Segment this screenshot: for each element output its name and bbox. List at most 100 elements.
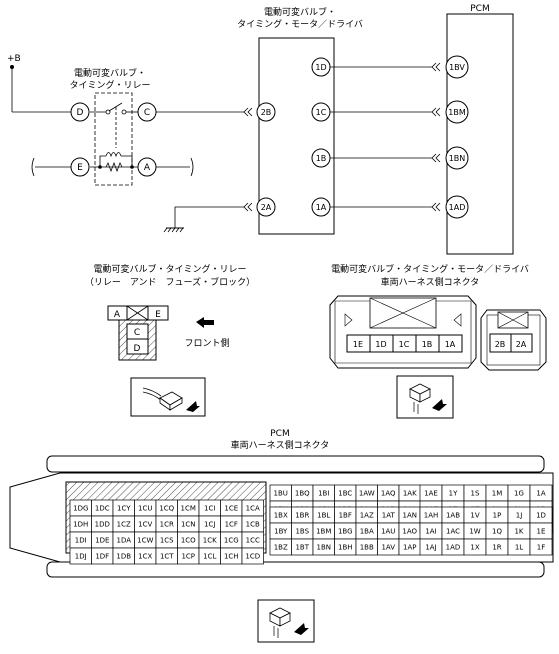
pcm-pin-label: 1CJ — [204, 521, 215, 529]
pcm-pin-label: 1S — [471, 490, 480, 498]
pcm-pin-label: 1AE — [424, 490, 438, 498]
pcm-pin-label: 1L — [515, 544, 523, 552]
driver-connector-small-latch-cross-2 — [497, 311, 529, 329]
pcm-pin-label: 1AZ — [360, 512, 374, 520]
pcm-pin-label: 1CA — [246, 505, 260, 513]
pcm-pin-label: 1AT — [382, 512, 396, 520]
pcm-pin-cell — [241, 547, 264, 565]
pcm-pin-1ad-label: 1AD — [449, 203, 466, 212]
driver-connector-small-pins — [489, 333, 533, 353]
pcm-pin-label: 1BT — [295, 544, 309, 552]
driver-connector-big-key-right — [453, 313, 462, 327]
driver-pin-2b — [256, 102, 276, 122]
pcm-pin-label: 1CS — [160, 537, 174, 545]
driver-connector-pin-2b: 2B — [495, 340, 506, 349]
pcm-pin-label: 1AI — [425, 528, 436, 536]
relay-a-break-mark — [190, 157, 194, 177]
pcm-pin-1ad — [445, 195, 469, 219]
pcm-pin-label: 1AW — [359, 490, 375, 498]
relay-block-cell-c: C — [134, 328, 140, 338]
connector-plug-icon — [130, 377, 206, 417]
pcm-pin-label: 1CB — [246, 521, 260, 529]
pcm-pin-label: 1BS — [295, 528, 309, 536]
relay-pin-d-label: D — [77, 108, 84, 118]
pcm-pin-label: 1BL — [317, 512, 330, 520]
relay-contact-right — [121, 109, 127, 115]
driver-pin-2b-label: 2B — [261, 108, 272, 117]
pcm-pin-1bm-label: 1BM — [448, 108, 466, 117]
pcm-pin-label: 1DC — [95, 505, 110, 513]
pcm-pin-label: 1CO — [181, 537, 196, 545]
driver-connector-title-line1: 電動可変バルブ・タイミング・モータ／ドライバ — [331, 263, 529, 275]
pcm-pin-label: 1CX — [138, 553, 152, 561]
pcm-pin-label: 1CP — [181, 553, 195, 561]
pcm-pin-label: 1AN — [403, 512, 417, 520]
supply-label: +B — [7, 54, 21, 64]
relay-pin-d — [70, 102, 90, 122]
pcm-pin-label: 1CM — [181, 505, 196, 513]
pcm-pin-label: 1DD — [95, 521, 110, 529]
pcm-pin-label: 1CE — [224, 505, 238, 513]
pcm-connector-title-line1: PCM — [270, 429, 289, 439]
pcm-pin-label: 1BI — [318, 490, 329, 498]
pcm-pin-label: 1BF — [339, 512, 352, 520]
pcm-pin-label: 1CZ — [117, 521, 131, 529]
pcm-pin-label: 1AQ — [381, 490, 396, 498]
pcm-pin-label: 1CH — [224, 553, 239, 561]
pcm-pin-label: 1DA — [116, 537, 131, 545]
pcm-pin-label: 1W — [469, 528, 480, 536]
relay-block-title-line2: （リレー アンド フューズ・ブロック） — [85, 276, 255, 288]
pcm-pin-label: 1BX — [274, 512, 288, 520]
pcm-pin-1bv-label: 1BV — [449, 63, 465, 72]
pcm-pin-label: 1AO — [402, 528, 417, 536]
driver-connector-pin-1c: 1C — [399, 340, 410, 349]
pcm-pin-label: 1BQ — [295, 490, 310, 498]
pcm-pin-label: 1A — [536, 490, 545, 498]
driver-connector-pin-1d: 1D — [375, 340, 386, 349]
signal-1d-1bv — [311, 57, 441, 77]
pcm-pin-label: 1AJ — [425, 544, 436, 552]
relay-block-cell-a: A — [114, 310, 121, 320]
pcm-pin-label: 1R — [492, 544, 501, 552]
connector-plug-icon — [396, 375, 454, 419]
driver-pin-2a — [256, 197, 276, 217]
signal-1a-1ad — [311, 197, 441, 217]
pcm-pin-label: 1DF — [95, 553, 109, 561]
pcm-pin-label: 1AH — [424, 512, 439, 520]
pcm-pin-label: 1M — [492, 490, 503, 498]
pcm-pin-label: 1V — [470, 512, 479, 520]
pcm-pin-label: 1AB — [446, 512, 460, 520]
pcm-pin-label: 1AC — [446, 528, 460, 536]
pcm-pin-label: 1J — [516, 512, 523, 520]
driver-connector-big-key-left — [344, 313, 353, 327]
pcm-pin-label: 1K — [514, 528, 523, 536]
relay-block-title-line1: 電動可変バルブ・タイミング・リレー — [93, 263, 246, 275]
driver-pin-1b-label: 1B — [316, 154, 327, 163]
pcm-pin-label: 1Q — [492, 528, 502, 536]
pcm-pin-label: 1BC — [338, 490, 352, 498]
pcm-pin-label: 1AV — [381, 544, 395, 552]
pcm-pin-label: 1BA — [360, 528, 374, 536]
relay-switch-arm — [108, 102, 123, 112]
pcm-pin-label: 1CQ — [159, 505, 174, 513]
relay-dashed-box — [94, 92, 133, 186]
driver-connector-pin-1a: 1A — [445, 340, 456, 349]
driver-connector-big-pins — [346, 334, 463, 353]
pcm-pin-label: 1BZ — [274, 544, 288, 552]
pcm-pin-label: 1CG — [224, 537, 239, 545]
pcm-title: PCM — [470, 4, 489, 14]
relay-pin-a-label: A — [144, 163, 151, 173]
relay-title-line1: 電動可変バルブ・ — [74, 67, 146, 79]
pcm-pin-label: 1BU — [274, 490, 288, 498]
pcm-pin-label: 1D — [536, 512, 546, 520]
pcm-pin-1bn-label: 1BN — [449, 154, 466, 163]
pcm-pin-label: 1CD — [245, 553, 260, 561]
pcm-pin-label: 1Y — [449, 490, 458, 498]
pcm-pin-label: 1F — [537, 544, 545, 552]
pcm-pin-label: 1G — [514, 490, 524, 498]
wire-2a-ground — [174, 206, 244, 228]
pcm-pin-label: 1DI — [75, 537, 87, 545]
